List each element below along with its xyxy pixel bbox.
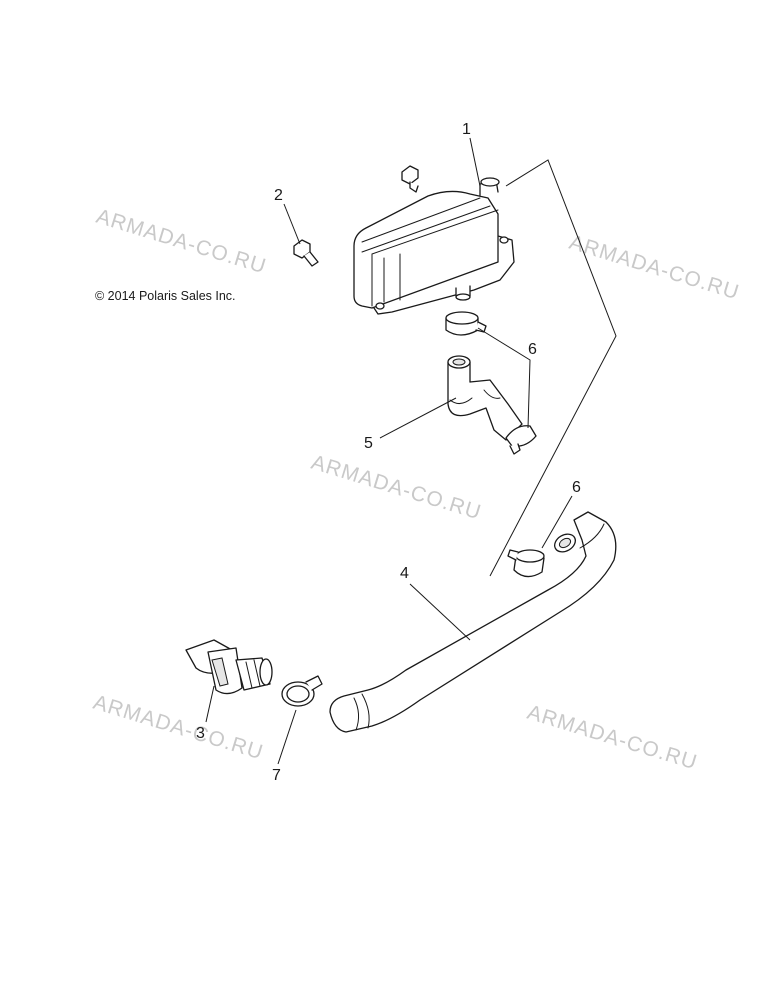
part-6-hose-clamp bbox=[507, 549, 545, 578]
leader-5 bbox=[379, 397, 457, 439]
watermark-1: ARMADA-CO.RU bbox=[94, 205, 270, 279]
leader-4 bbox=[409, 583, 471, 641]
part-6-elbow-clamp bbox=[505, 425, 537, 455]
part-2-bolts bbox=[293, 165, 419, 267]
watermark-2: ARMADA-CO.RU bbox=[567, 231, 743, 305]
part-1-reservoir bbox=[353, 177, 515, 315]
watermark-4: ARMADA-CO.RU bbox=[91, 691, 267, 765]
callout-3: 3 bbox=[196, 725, 205, 742]
callout-4: 4 bbox=[400, 565, 409, 582]
callout-6-lower: 6 bbox=[572, 479, 581, 496]
callout-5: 5 bbox=[364, 435, 373, 452]
leader-7 bbox=[277, 709, 297, 765]
part-7-clamp bbox=[281, 675, 323, 707]
leader-3 bbox=[205, 685, 215, 723]
watermark-5: ARMADA-CO.RU bbox=[525, 701, 701, 775]
callout-7: 7 bbox=[272, 767, 281, 784]
watermark-3: ARMADA-CO.RU bbox=[309, 451, 485, 525]
leader-4-to-1 bbox=[489, 159, 617, 577]
part-3-fitting bbox=[185, 639, 273, 695]
copyright-text: © 2014 Polaris Sales Inc. bbox=[95, 289, 236, 303]
callout-2: 2 bbox=[274, 187, 283, 204]
leader-lines bbox=[205, 137, 617, 765]
callouts: 1 2 3 4 5 6 6 7 bbox=[196, 121, 581, 784]
callout-1: 1 bbox=[462, 121, 471, 138]
callout-6-upper: 6 bbox=[528, 341, 537, 358]
part-4-hose bbox=[329, 511, 617, 733]
part-5-elbow bbox=[447, 355, 523, 441]
leader-2 bbox=[283, 203, 301, 245]
leader-1 bbox=[469, 137, 481, 187]
leader-6-upper bbox=[477, 327, 531, 429]
part-6-upper-clamp bbox=[445, 311, 487, 336]
leader-6-lower bbox=[541, 495, 573, 549]
